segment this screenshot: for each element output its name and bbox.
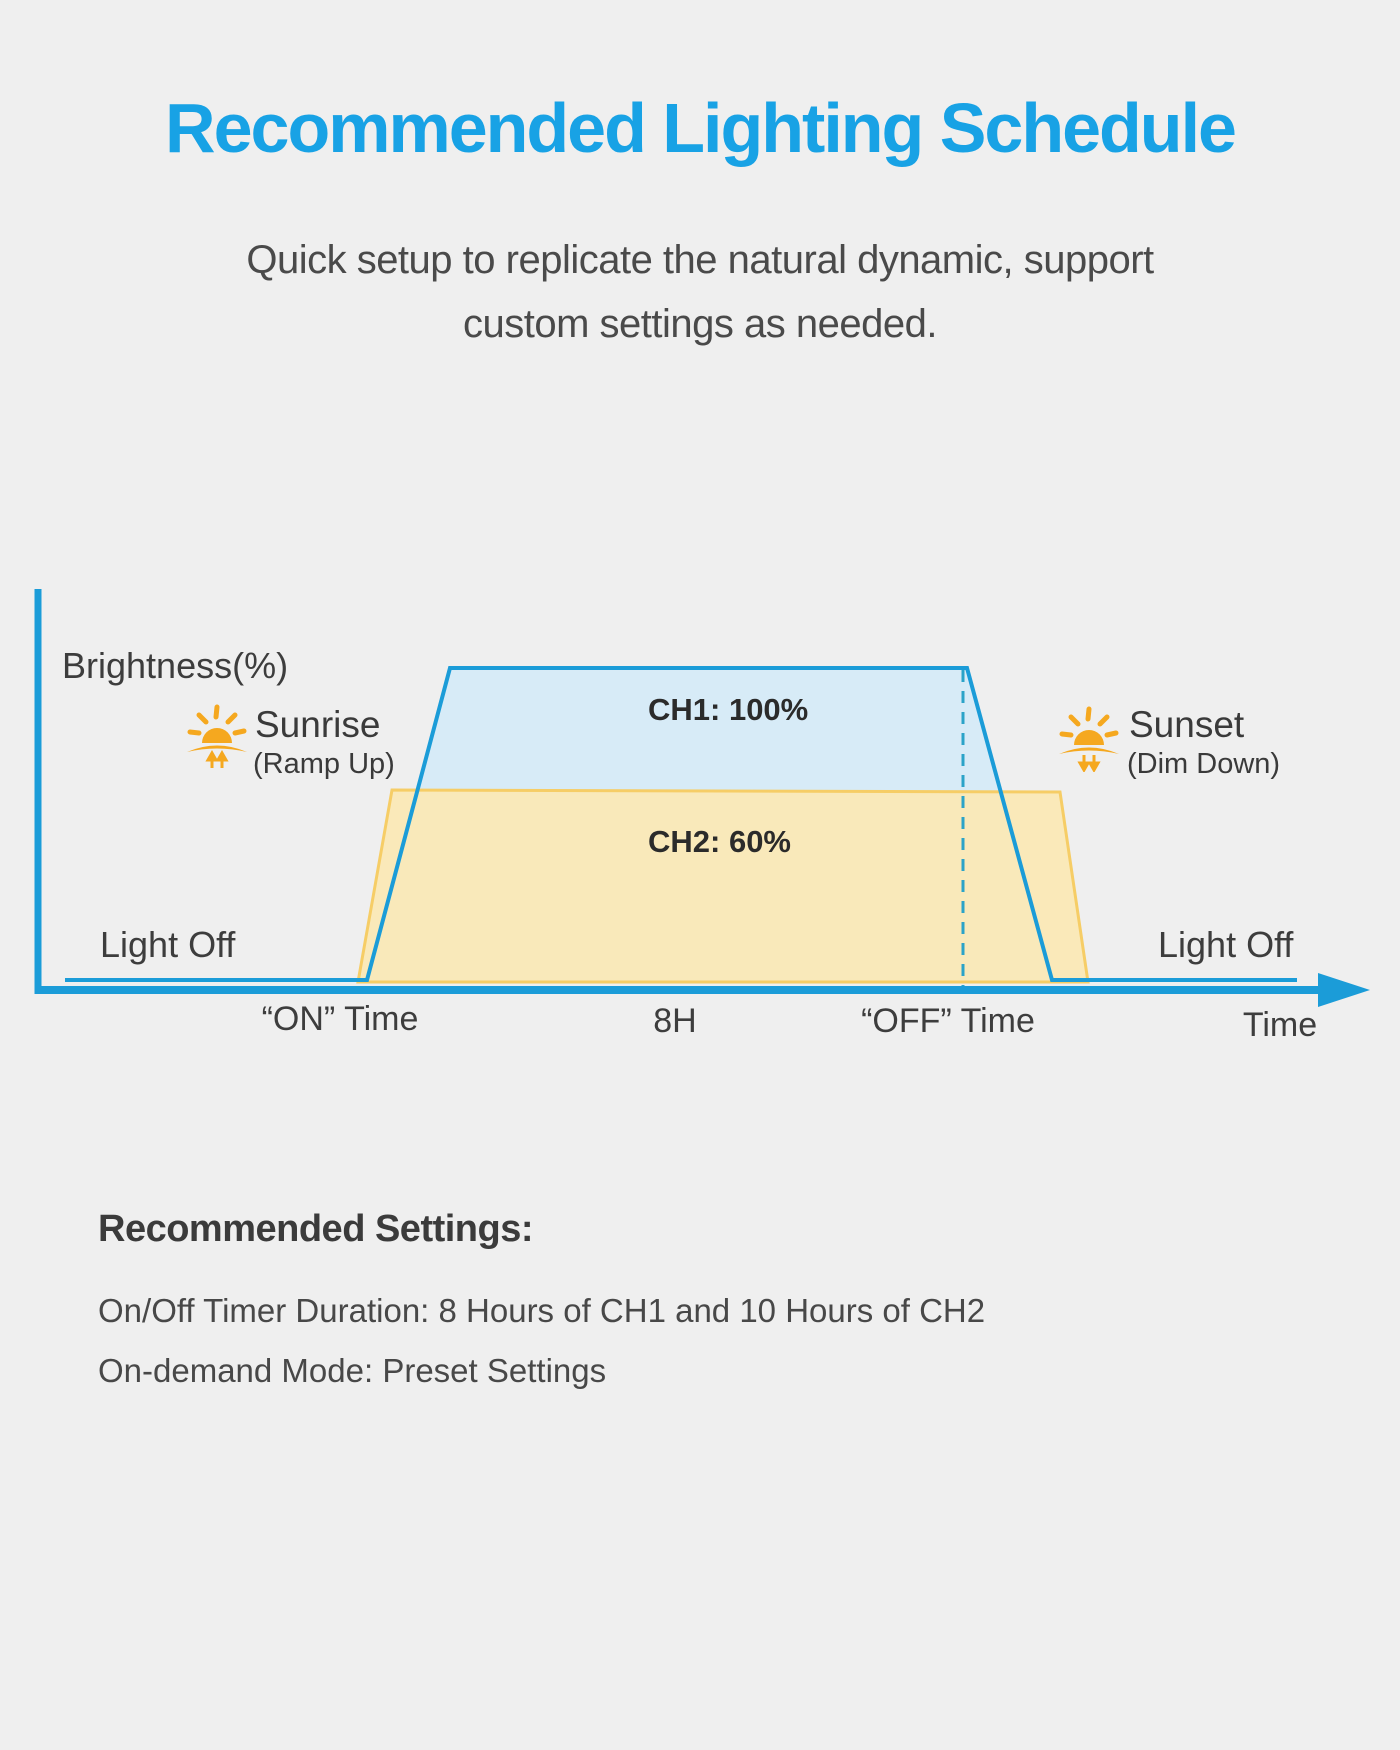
x-axis-arrow-icon (1318, 973, 1370, 1007)
y-axis-label: Brightness(%) (62, 645, 289, 686)
x-tick-off-time: “OFF” Time (861, 1002, 1035, 1040)
ch2-series-label: CH2: 60% (648, 824, 791, 859)
lighting-schedule-chart (34, 589, 1370, 1007)
ch1-line (65, 666, 1297, 982)
light-off-left-label: Light Off (100, 924, 236, 965)
light-off-right-label: Light Off (1158, 924, 1294, 965)
x-tick-on-time: “ON” Time (261, 1000, 419, 1038)
settings-on-demand-mode: On-demand Mode: Preset Settings (98, 1352, 607, 1389)
subtitle-line-2: custom settings as needed. (463, 302, 937, 346)
sunset-icon (1059, 706, 1119, 772)
settings-timer-duration: On/Off Timer Duration: 8 Hours of CH1 an… (98, 1292, 986, 1329)
ch2-area (356, 788, 1090, 984)
sunrise-icon (187, 704, 247, 768)
subtitle-line-1: Quick setup to replicate the natural dyn… (246, 238, 1154, 282)
x-axis-label: Time (1242, 1006, 1318, 1044)
sunset-label: Sunset (1129, 704, 1245, 745)
settings-heading: Recommended Settings: (98, 1208, 534, 1250)
page-subtitle: Quick setup to replicate the natural dyn… (0, 228, 1400, 356)
sunset-sublabel: (Dim Down) (1127, 748, 1281, 780)
sunrise-label: Sunrise (255, 704, 381, 745)
ch1-series-label: CH1: 100% (648, 692, 809, 727)
sunrise-sublabel: (Ramp Up) (253, 748, 395, 780)
x-tick-8h: 8H (653, 1002, 697, 1040)
page-title: Recommended Lighting Schedule (165, 89, 1237, 167)
